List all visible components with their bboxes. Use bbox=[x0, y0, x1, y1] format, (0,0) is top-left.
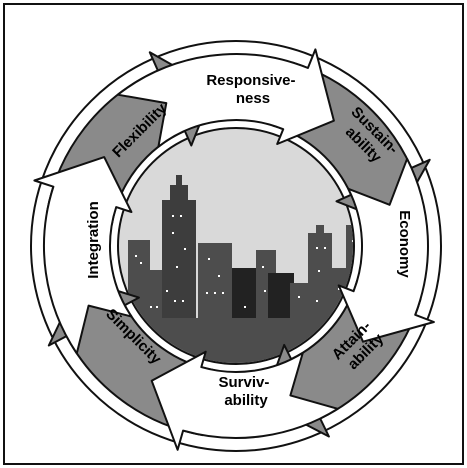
white-arrows bbox=[33, 48, 435, 451]
arrow-survivability bbox=[150, 350, 339, 451]
label-economy: Economy bbox=[396, 210, 413, 278]
arrow-integration bbox=[33, 156, 133, 355]
label-integration: Integration bbox=[85, 201, 102, 279]
label-responsiveness: Responsive- ness bbox=[206, 72, 299, 107]
window-lights bbox=[135, 215, 353, 308]
arrow-responsiveness bbox=[116, 48, 335, 148]
label-survivability: Surviv- ability bbox=[218, 374, 273, 409]
arrow-economy bbox=[337, 157, 435, 343]
